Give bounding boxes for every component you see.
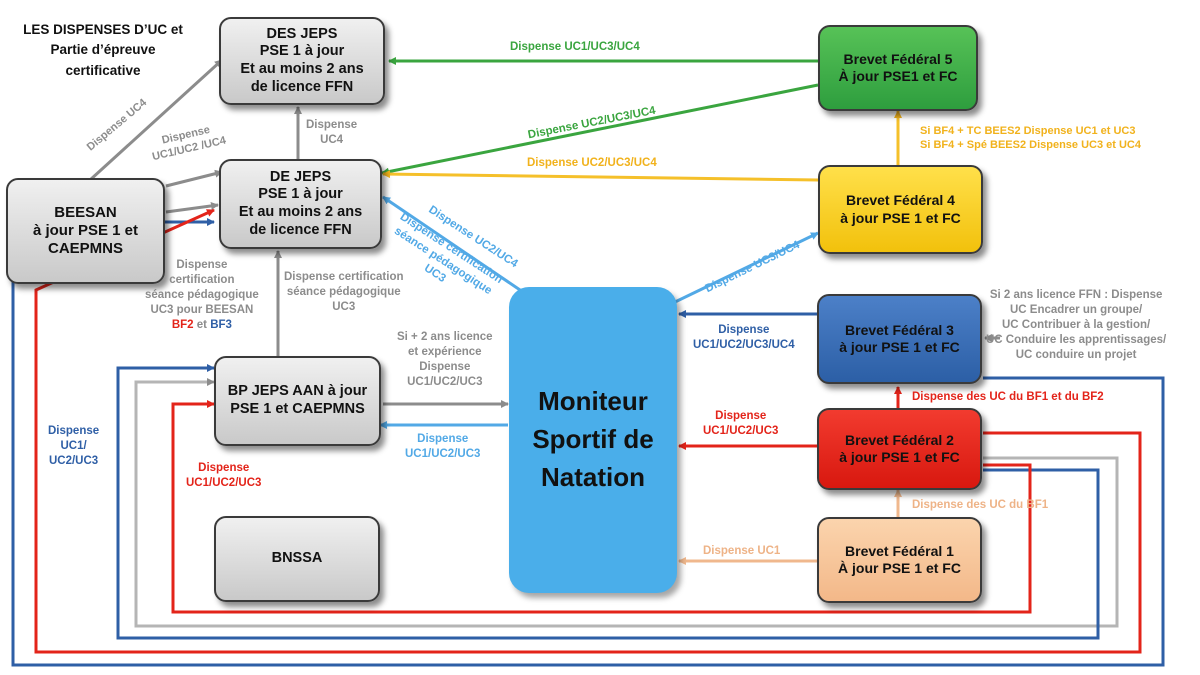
- connector-beesan-dejeps-1: [165, 169, 223, 188]
- label-bf1-msn: Dispense UC1: [703, 545, 781, 557]
- box-bnssa: BNSSA: [214, 516, 380, 602]
- connector-beesan-dejeps-2: [165, 201, 219, 214]
- label-bf1-bf2: Dispense des UC du BF1: [912, 499, 1049, 511]
- connector-beesan-desjeps: [88, 58, 224, 182]
- label-bf5-desjeps: Dispense UC1/UC3/UC4: [510, 41, 640, 53]
- connector-bf5-dejeps: [381, 83, 819, 176]
- connector-blue-loop: [116, 364, 1100, 640]
- label-bf2-bf3: Dispense des UC du BF1 et du BF2: [912, 391, 1104, 403]
- connector-red-loop: [171, 400, 1032, 614]
- connector-msn-dejeps: [382, 195, 524, 294]
- connector-msn-bf4: [674, 231, 819, 304]
- label-bf4-dejeps: Dispense UC2/UC3/UC4: [527, 157, 657, 169]
- connector-gray-loop: [134, 378, 1119, 628]
- connector-bf4-dejeps: [382, 170, 819, 182]
